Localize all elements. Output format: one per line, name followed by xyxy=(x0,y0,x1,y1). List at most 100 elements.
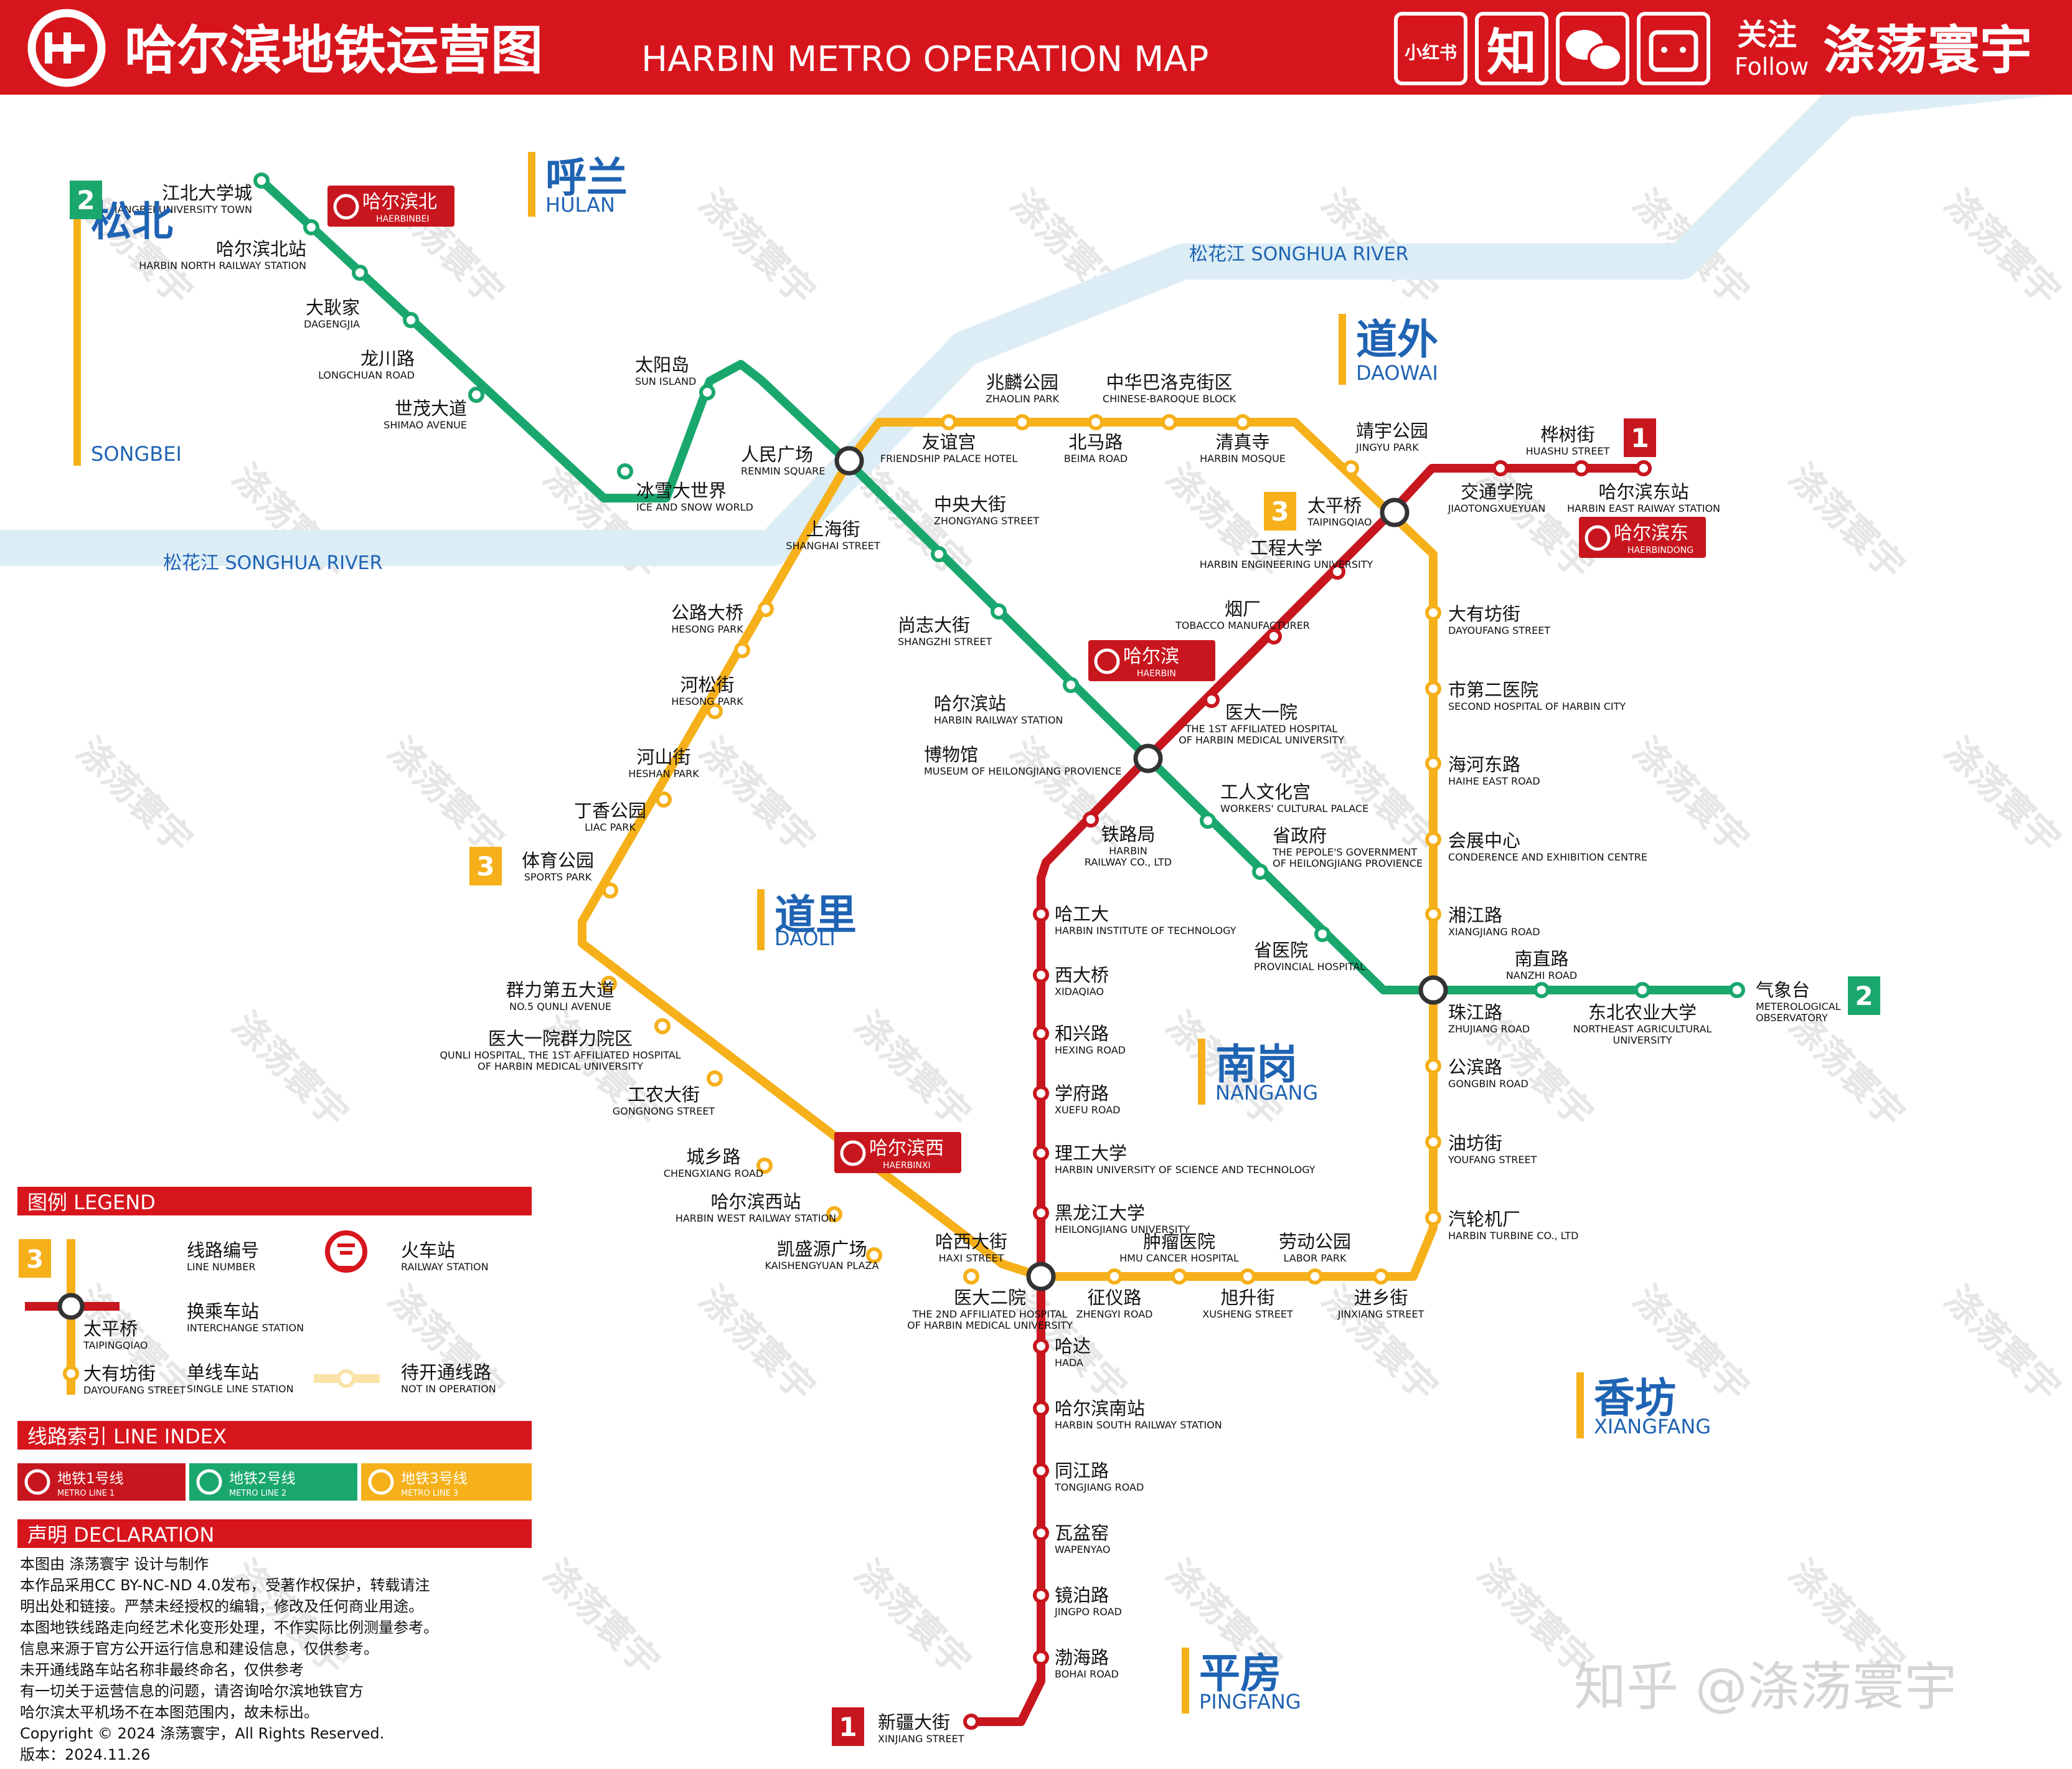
station-dot[interactable] xyxy=(1033,906,1049,922)
interchange-2nd-hospital[interactable] xyxy=(1026,1262,1056,1291)
station-dot[interactable] xyxy=(707,703,723,719)
station-dot[interactable] xyxy=(1033,967,1049,983)
station-dot[interactable] xyxy=(1573,460,1589,476)
station-dot[interactable] xyxy=(1033,1400,1049,1417)
station-dot[interactable] xyxy=(1171,1268,1187,1285)
station-dot[interactable] xyxy=(941,414,957,430)
station-dot[interactable] xyxy=(826,1206,842,1222)
station-dot[interactable] xyxy=(1266,628,1282,644)
station-dot[interactable] xyxy=(1083,811,1099,828)
station-dot[interactable] xyxy=(403,312,419,328)
station-dot[interactable] xyxy=(931,546,947,562)
declaration-line: 版本：2024.11.26 xyxy=(20,1746,150,1763)
station-dot[interactable] xyxy=(756,1158,773,1174)
station-dot[interactable] xyxy=(253,172,270,189)
station-dot[interactable] xyxy=(1240,1268,1256,1285)
station-dot[interactable] xyxy=(1425,605,1441,621)
station-dot[interactable] xyxy=(1033,1026,1049,1042)
station-name-en: HMU CANCER HOSPITAL xyxy=(1119,1252,1239,1264)
station-dot[interactable] xyxy=(866,1247,882,1263)
station-dot[interactable] xyxy=(1533,982,1550,998)
station-dot[interactable] xyxy=(601,976,617,992)
station-dot[interactable] xyxy=(654,1018,671,1034)
station-name-en: OF HARBIN MEDICAL UNIVERSITY xyxy=(907,1319,1073,1331)
station-dot[interactable] xyxy=(1636,460,1652,476)
interchange-renmin-square[interactable] xyxy=(834,446,864,476)
station-name: 哈西大街 xyxy=(935,1231,1007,1252)
station-dot[interactable] xyxy=(1343,460,1359,476)
station-dot[interactable] xyxy=(1425,1134,1441,1150)
station-name: 南直路 xyxy=(1514,948,1568,969)
station-name: 哈工大 xyxy=(1055,903,1109,925)
station-name-en: HESHAN PARK xyxy=(628,768,699,780)
interchange-zhujiang-road[interactable] xyxy=(1418,975,1448,1005)
xiaohongshu-icon xyxy=(1394,12,1467,85)
station-dot[interactable] xyxy=(1314,926,1330,942)
station-dot[interactable] xyxy=(656,791,672,808)
watermark-text: 涤荡寰宇 xyxy=(691,1278,823,1410)
station-dot[interactable] xyxy=(1200,813,1216,829)
station-dot[interactable] xyxy=(963,1268,979,1285)
station-dot[interactable] xyxy=(991,603,1007,620)
station-dot[interactable] xyxy=(1033,1338,1049,1354)
interchange-museum[interactable] xyxy=(1133,743,1163,773)
line-index-item[interactable]: 地铁3号线 METRO LINE 3 xyxy=(361,1463,532,1501)
station-dot[interactable] xyxy=(602,882,618,899)
station-name: 旭升街 xyxy=(1220,1287,1274,1308)
station-dot[interactable] xyxy=(1492,460,1509,476)
station-dot[interactable] xyxy=(1033,1463,1049,1479)
station-dot[interactable] xyxy=(1033,1085,1049,1101)
watermark-text: 涤荡寰宇 xyxy=(1936,182,2068,314)
station-dot[interactable] xyxy=(1373,1268,1389,1285)
station-dot[interactable] xyxy=(1235,414,1251,430)
watermark-text: 涤荡寰宇 xyxy=(535,456,667,588)
station-dot[interactable] xyxy=(1033,1649,1049,1666)
station-dot[interactable] xyxy=(352,265,368,281)
station-dot[interactable] xyxy=(1033,1587,1049,1603)
station-dot[interactable] xyxy=(1307,1268,1323,1285)
station-name-en: HARBIN RAILWAY STATION xyxy=(934,714,1063,726)
station-dot[interactable] xyxy=(699,384,715,400)
station-dot[interactable] xyxy=(1106,1268,1123,1285)
station-dot[interactable] xyxy=(963,1714,979,1730)
station-dot[interactable] xyxy=(1252,864,1268,880)
station-dot[interactable] xyxy=(1634,982,1651,998)
line-index-item[interactable]: 地铁2号线 METRO LINE 2 xyxy=(189,1463,357,1501)
station-dot[interactable] xyxy=(1425,906,1441,922)
station-dot[interactable] xyxy=(1033,1145,1049,1161)
station-dot[interactable] xyxy=(617,463,633,479)
station-dot[interactable] xyxy=(1729,982,1745,998)
river-label: 松花江 SONGHUA RIVER xyxy=(1189,243,1408,265)
station-dot[interactable] xyxy=(1425,681,1441,697)
station-dot[interactable] xyxy=(468,387,484,403)
station-dot[interactable] xyxy=(707,1070,723,1087)
station-name: 医大二院 xyxy=(954,1287,1026,1308)
interchange-taipingqiao[interactable] xyxy=(1380,498,1410,527)
station-dot[interactable] xyxy=(1033,1525,1049,1541)
station-dot[interactable] xyxy=(1088,414,1104,430)
station-dot[interactable] xyxy=(1425,755,1441,771)
station-name: 湘江路 xyxy=(1448,905,1502,926)
station-dot[interactable] xyxy=(1014,414,1030,430)
station-dot[interactable] xyxy=(1063,677,1079,693)
station-name: 人民广场 xyxy=(741,444,813,465)
line-index-item[interactable]: 地铁1号线 METRO LINE 1 xyxy=(17,1463,186,1501)
station-name-en: HEXING ROAD xyxy=(1055,1044,1126,1056)
station-dot[interactable] xyxy=(1425,831,1441,847)
station-dot[interactable] xyxy=(1329,564,1345,580)
station-dot[interactable] xyxy=(1161,414,1177,430)
station-dot[interactable] xyxy=(303,219,319,235)
station-dot[interactable] xyxy=(1425,1058,1441,1074)
station-name: 河松街 xyxy=(680,674,734,696)
station-dot[interactable] xyxy=(1425,1210,1441,1226)
station-dot[interactable] xyxy=(758,601,774,617)
station-dot[interactable] xyxy=(1203,692,1220,708)
station-dot[interactable] xyxy=(734,642,750,658)
station-dot[interactable] xyxy=(1033,1205,1049,1221)
